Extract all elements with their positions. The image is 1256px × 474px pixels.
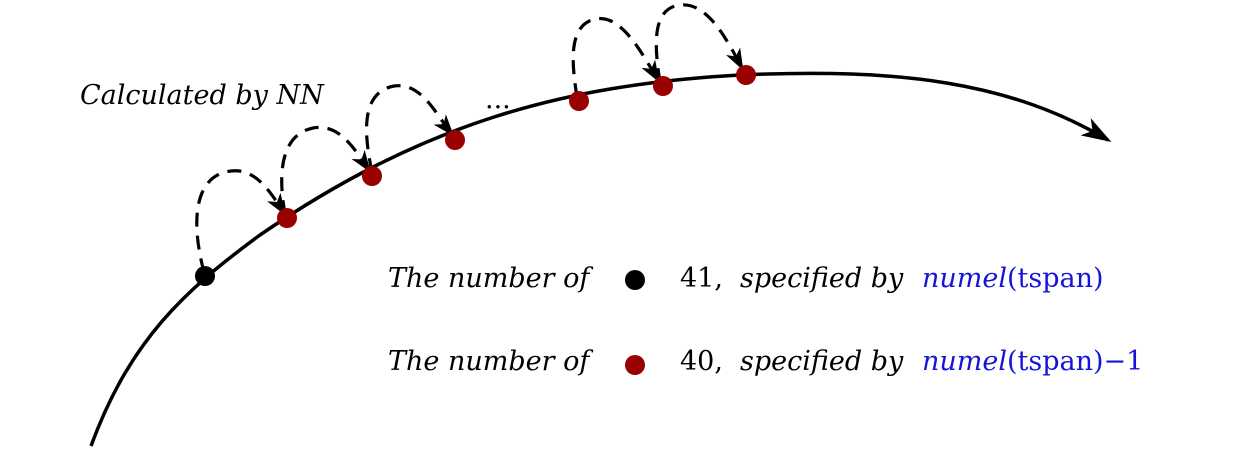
legend-prefix: The number of: [388, 263, 593, 294]
legend-red-dot: [625, 355, 645, 375]
legend-black-dot: [625, 270, 645, 290]
computed-point: [569, 91, 589, 111]
computed-point: [362, 166, 382, 186]
step-arrow: [195, 169, 286, 273]
legend-count: 40,: [680, 346, 723, 377]
step-arrows: [195, 3, 744, 273]
computed-point: [736, 65, 756, 85]
computed-point: [277, 208, 297, 228]
step-arrow: [280, 125, 371, 215]
computed-point: [653, 76, 673, 96]
legend-prefix: The number of: [388, 346, 593, 377]
legend-count: 41,: [680, 263, 723, 294]
step-arrow: [654, 3, 744, 83]
legend-specified: specified by: [740, 346, 904, 377]
nn-caption: Calculated by NN: [80, 80, 325, 111]
ellipsis: ...: [485, 84, 511, 115]
legend-code: numel(tspan): [922, 263, 1104, 294]
legend-row-computed: The number of 40, specified by numel(tsp…: [388, 346, 1143, 377]
initial-point: [195, 266, 215, 286]
step-arrow: [571, 17, 660, 98]
step-arrow: [364, 84, 454, 173]
legend-code: numel(tspan)−1: [922, 346, 1143, 377]
solution-curve: [89, 71, 1112, 447]
curve-points: [195, 65, 756, 286]
computed-point: [445, 130, 465, 150]
legend-row-initial: The number of 41, specified by numel(tsp…: [388, 263, 1104, 294]
legend-specified: specified by: [740, 263, 904, 294]
